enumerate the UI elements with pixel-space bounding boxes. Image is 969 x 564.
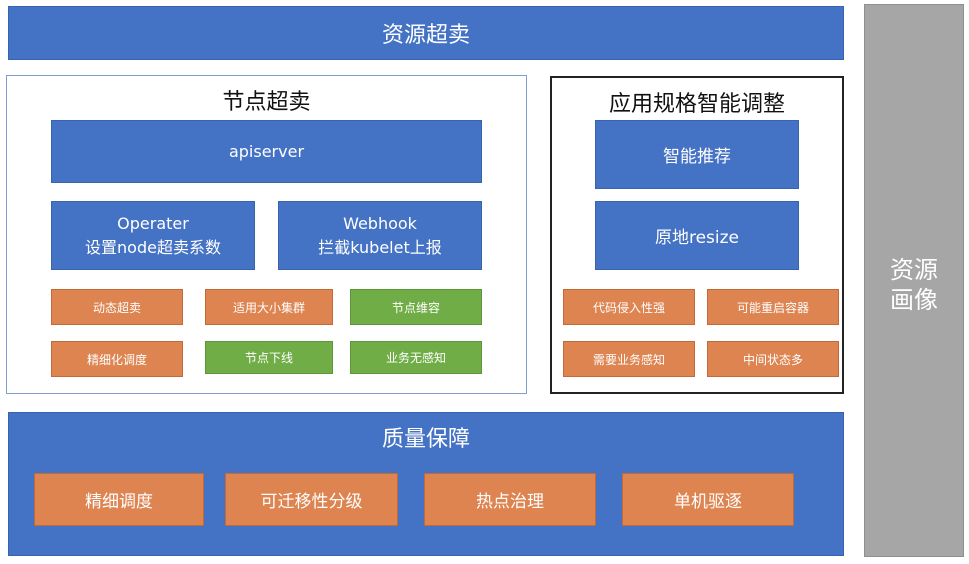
- node-tag: 适用大小集群: [205, 289, 333, 325]
- app-tag: 中间状态多: [707, 341, 839, 377]
- app-spec-title: 应用规格智能调整: [608, 92, 785, 117]
- quality-item: 单机驱逐: [622, 473, 794, 526]
- quality-item: 可迁移性分级: [225, 473, 398, 526]
- apiserver-box: apiserver: [51, 120, 482, 183]
- in-place-resize-label: 原地resize: [654, 228, 740, 248]
- side-bar-label-line2: 画像: [890, 286, 938, 314]
- smart-recommend-box: 智能推荐: [595, 120, 799, 189]
- node-tag: 节点维容: [350, 289, 482, 325]
- app-tag-label: 需要业务感知: [592, 352, 665, 367]
- app-tag-label: 可能重启容器: [736, 300, 809, 315]
- quality-assurance-title: 质量保障: [381, 427, 470, 452]
- operater-box: Operater 设置node超卖系数: [51, 201, 255, 270]
- app-tag: 代码侵入性强: [563, 289, 695, 325]
- app-tag-label: 中间状态多: [742, 352, 803, 367]
- node-tag-label: 动态超卖: [92, 300, 141, 315]
- quality-item: 热点治理: [424, 473, 596, 526]
- node-tag-label: 适用大小集群: [232, 300, 305, 315]
- webhook-box: Webhook 拦截kubelet上报: [278, 201, 482, 270]
- node-tag: 动态超卖: [51, 289, 183, 325]
- webhook-line2: 拦截kubelet上报: [318, 237, 442, 257]
- side-bar-label-line1: 资源: [890, 256, 938, 284]
- app-tag: 可能重启容器: [707, 289, 839, 325]
- app-tag-label: 代码侵入性强: [592, 300, 665, 315]
- webhook-line1: Webhook: [343, 213, 417, 233]
- in-place-resize-box: 原地resize: [595, 201, 799, 270]
- operater-line2: 设置node超卖系数: [85, 237, 221, 257]
- node-tag-label: 业务无感知: [385, 351, 446, 365]
- node-oversell-title: 节点超卖: [222, 90, 311, 115]
- node-tag-label: 精细化调度: [86, 352, 147, 367]
- node-tag: 精细化调度: [51, 341, 183, 377]
- quality-item-label: 热点治理: [476, 492, 544, 512]
- quality-item-label: 单机驱逐: [674, 492, 742, 512]
- apiserver-label: apiserver: [228, 142, 305, 161]
- top-banner: 资源超卖: [8, 6, 844, 60]
- quality-item-label: 精细调度: [85, 492, 153, 512]
- node-tag-label: 节点维容: [391, 300, 440, 315]
- app-tag: 需要业务感知: [563, 341, 695, 377]
- quality-item: 精细调度: [34, 473, 204, 526]
- operater-line1: Operater: [117, 213, 189, 233]
- node-tag-label: 节点下线: [244, 351, 293, 365]
- node-tag: 节点下线: [205, 341, 333, 374]
- quality-item-label: 可迁移性分级: [260, 492, 363, 512]
- smart-recommend-label: 智能推荐: [663, 147, 731, 167]
- top-banner-label: 资源超卖: [381, 23, 470, 48]
- resource-profile-bar: 资源 画像: [864, 4, 964, 557]
- node-tag: 业务无感知: [350, 341, 482, 374]
